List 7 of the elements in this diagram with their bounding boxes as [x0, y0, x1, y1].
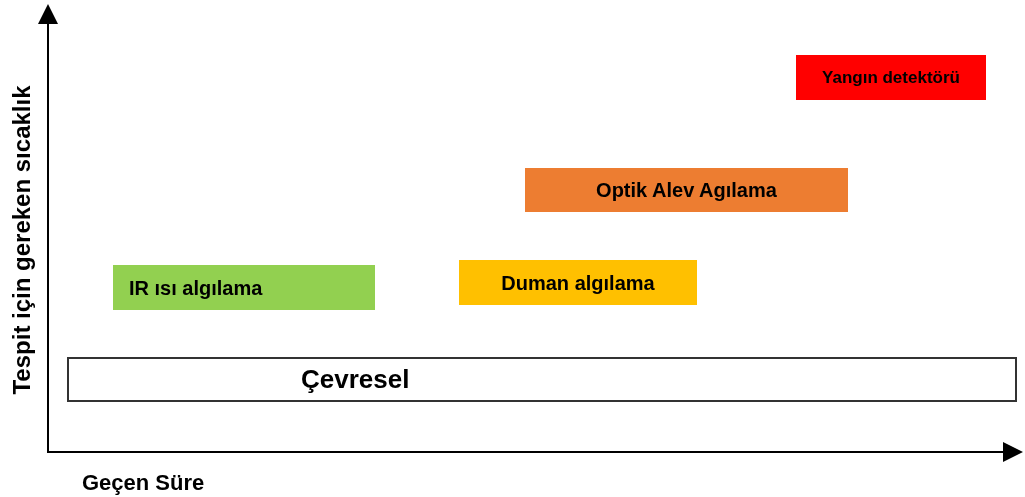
- x-axis-label: Geçen Süre: [82, 469, 205, 497]
- detection-bar: Yangın detektörü: [796, 55, 986, 100]
- detection-bar: Duman algılama: [459, 260, 697, 305]
- detection-bar: IR ısı algılama: [113, 265, 375, 310]
- y-axis-label: Tespit için gereken sıcaklık: [7, 85, 36, 395]
- detection-bar: Optik Alev Agılama: [525, 168, 848, 212]
- baseline-bar: Çevresel: [67, 357, 1017, 402]
